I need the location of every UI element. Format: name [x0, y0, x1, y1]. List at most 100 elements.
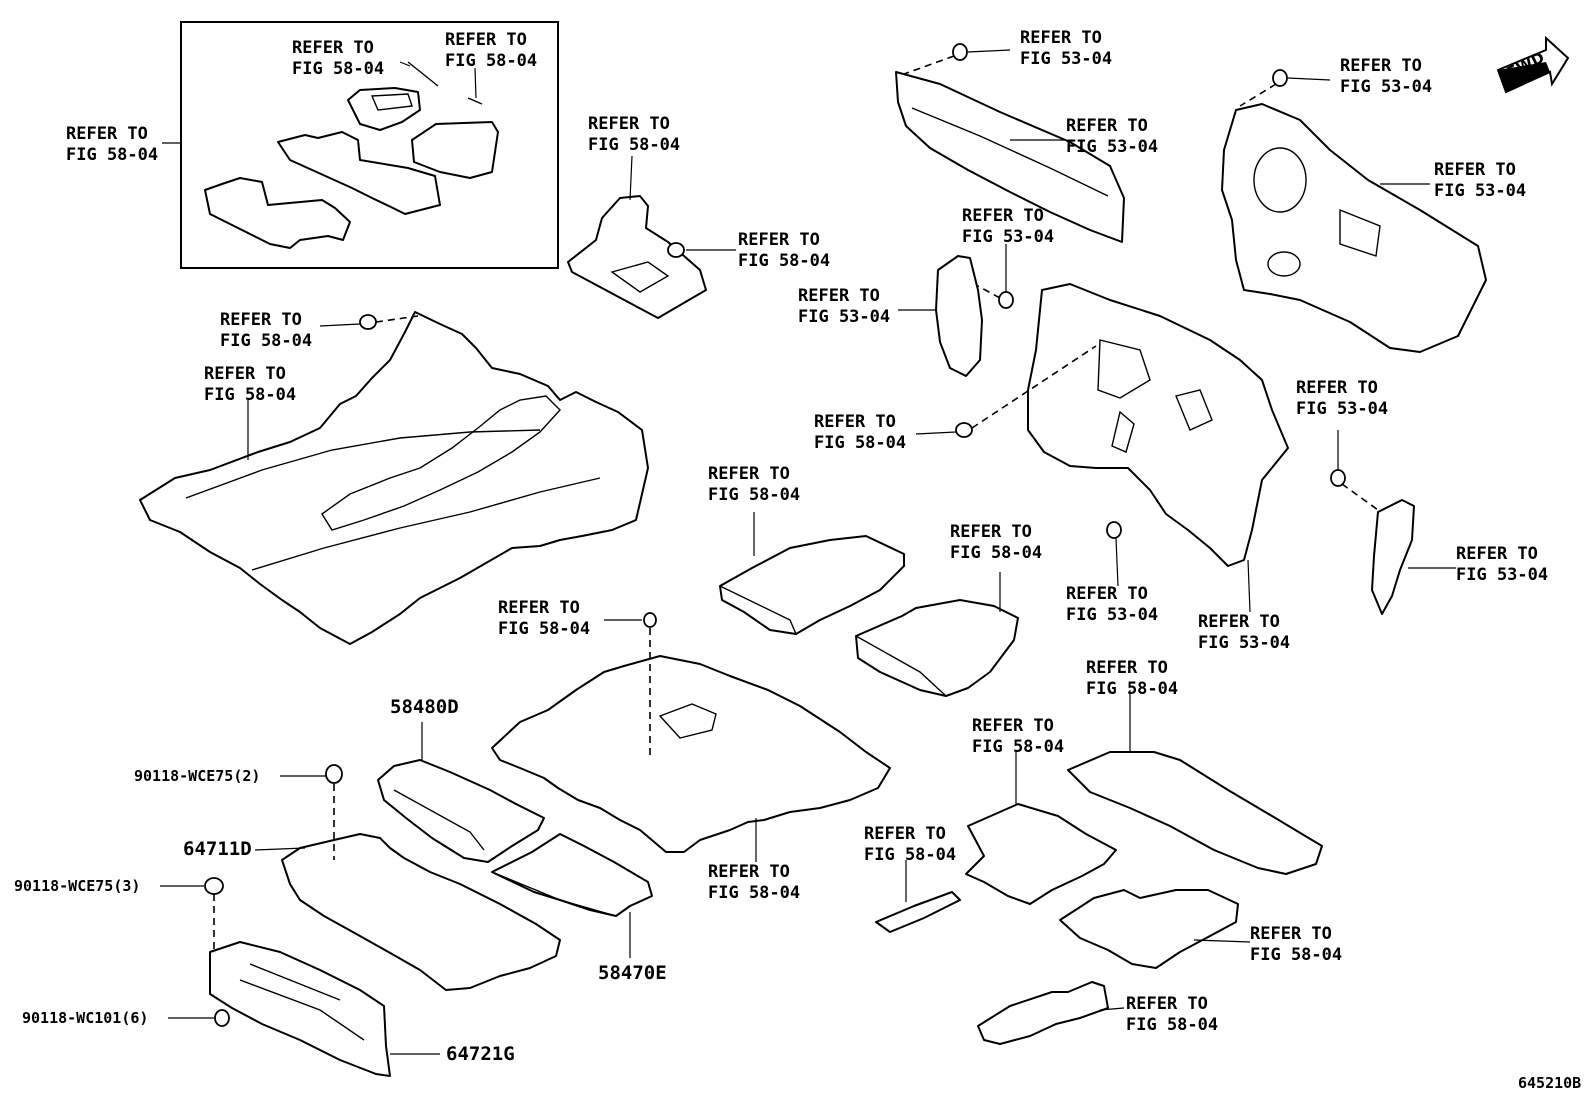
bracket-dash	[977, 285, 1001, 299]
console-clip	[667, 242, 685, 258]
part-64721G-shape	[209, 941, 391, 1077]
rear-mat-left	[965, 803, 1117, 905]
fastener-2-head	[204, 877, 224, 895]
part-number-64711D: 64711D	[183, 838, 252, 860]
floor-carpet-tunnel	[321, 395, 561, 531]
fastener-label-1: 90118-WCE75(2)	[134, 767, 261, 785]
part-64711D-shape	[281, 833, 561, 991]
tray-lower-side	[855, 635, 947, 697]
footrest-mat	[977, 981, 1109, 1045]
side-bracket-clip	[1330, 469, 1346, 487]
leader-r10	[1287, 77, 1331, 81]
part-58470E-edge	[491, 871, 617, 917]
dash-panel-detail-1	[1097, 339, 1151, 399]
side-bracket-dash	[1341, 483, 1379, 511]
part-58480D-shape	[377, 759, 545, 863]
part-number-58470E: 58470E	[598, 962, 667, 984]
floor-carpet-edge-2	[251, 477, 601, 571]
mat-clip-left	[407, 61, 439, 87]
carpet-clip	[359, 314, 377, 330]
leader-r2	[399, 61, 411, 67]
leader-r27	[1099, 1007, 1125, 1011]
fastener-label-2: 90118-WCE75(3)	[14, 877, 141, 895]
leader-r3	[474, 67, 477, 99]
bracket-clip	[998, 291, 1014, 309]
dash-right-detail	[1339, 208, 1381, 257]
small-mat-strip	[875, 891, 961, 933]
rear-mat-right	[1059, 889, 1239, 969]
fastener-3-head	[214, 1009, 230, 1027]
dash-bottom-clip	[1106, 521, 1122, 539]
dash-upper-clip	[952, 43, 968, 61]
dash-panel-dash	[971, 345, 1097, 429]
dash-silencer-right	[1221, 103, 1487, 353]
part-number-58480D: 58480D	[390, 696, 459, 718]
dash-upper-dash	[903, 55, 955, 75]
figure-code: 645210B	[1518, 1074, 1582, 1092]
tray-lower	[855, 599, 1019, 697]
mat-clip-right	[467, 97, 483, 105]
tray-upper	[719, 535, 905, 635]
leader-r25	[1193, 939, 1251, 943]
part-58480D-edge	[393, 789, 485, 851]
part-number-64721G: 64721G	[446, 1043, 515, 1065]
driver-mat-pad	[370, 93, 413, 111]
dash-right-hole	[1267, 251, 1301, 277]
rear-floor-mat	[204, 177, 351, 249]
leader-r4	[629, 155, 633, 201]
dash-right-dash	[1239, 83, 1277, 107]
dash-silencer-upper	[895, 71, 1125, 243]
tray-upper-side	[719, 585, 797, 635]
leader-r8	[967, 49, 1011, 53]
console-mat-detail	[610, 261, 670, 293]
console-mat	[567, 195, 707, 319]
dash-panel-detail-2	[1175, 389, 1213, 431]
leader-r6	[319, 323, 361, 327]
front-floor-mat-left	[277, 131, 441, 215]
leader-r14	[915, 431, 957, 435]
bracket-silencer	[935, 255, 983, 377]
underbody-clip	[643, 612, 657, 628]
floor-carpet	[139, 311, 649, 645]
floor-carpet-edge	[185, 429, 541, 499]
leader-r15	[1115, 537, 1119, 587]
dash-right-oval	[1253, 147, 1307, 213]
fwd-arrow-shadow	[1498, 62, 1550, 92]
dash-panel-detail-3	[1111, 410, 1135, 453]
underbody-vent	[658, 703, 717, 739]
dash-panel-clip	[955, 422, 973, 438]
part-64721G-detail	[239, 963, 365, 1041]
front-floor-mat-right	[411, 121, 499, 179]
leader-64711D	[254, 847, 306, 851]
underbody-panel	[491, 655, 891, 853]
leader-r16-stem	[1247, 559, 1251, 613]
floor-mat-group-box	[180, 21, 559, 269]
